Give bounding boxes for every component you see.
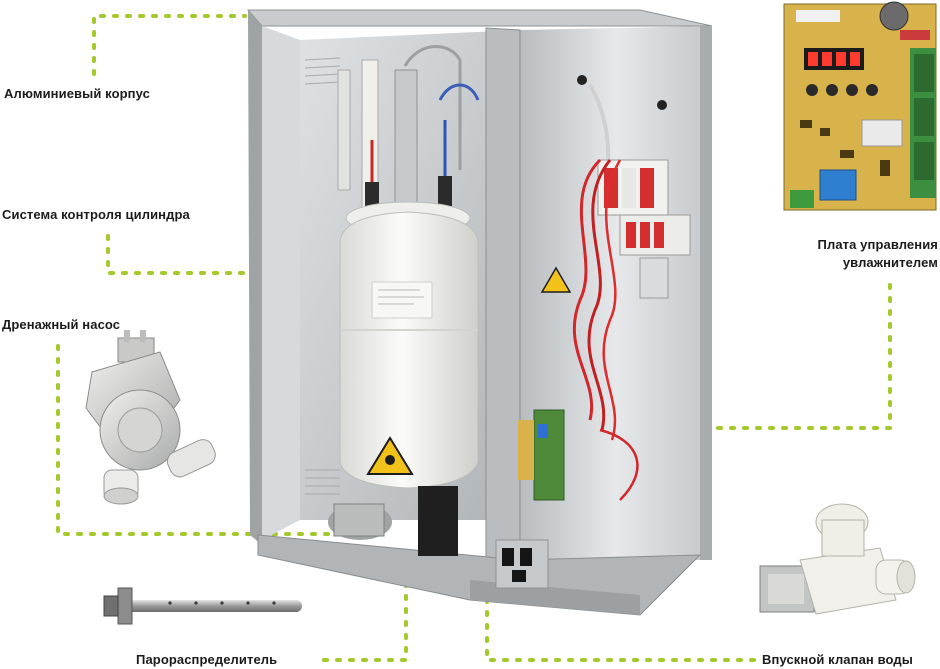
label-controller-board-line1: Плата управления (817, 237, 938, 252)
label-water-inlet-valve: Впускной клапан воды (762, 652, 913, 667)
humidifier-cabinet-photo (246, 9, 713, 616)
label-housing: Алюминиевый корпус (4, 86, 150, 101)
leader-inlet-valve (485, 584, 762, 662)
leader-controller-board (563, 283, 892, 430)
steam-cylinder (339, 201, 479, 556)
steam-distributor-photo (103, 587, 302, 625)
label-steam-distributor: Парораспределитель (136, 652, 278, 667)
label-drain-pump: Дренажный насос (2, 317, 121, 332)
inlet-valve-photo (759, 503, 916, 615)
controller-board-photo (783, 1, 937, 211)
label-cylinder-control: Система контроля цилиндра (2, 207, 190, 222)
drain-pump-photo (85, 330, 216, 505)
warning-sign-icon (366, 436, 414, 475)
label-controller-board-line2: увлажнителем (842, 255, 938, 270)
leader-steam-distributor (314, 581, 408, 662)
leader-housing (92, 14, 247, 76)
